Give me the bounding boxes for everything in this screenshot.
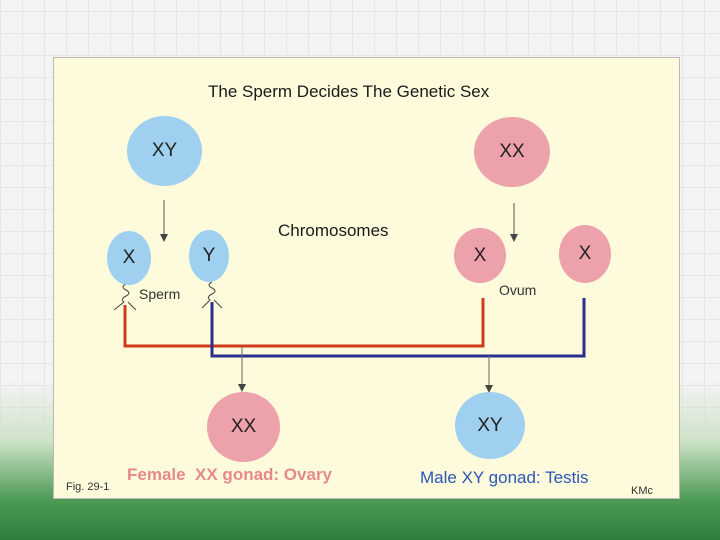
sperm-y-label: Y xyxy=(202,245,216,266)
sperm-label: Sperm xyxy=(139,286,181,302)
father-cell-label: XY xyxy=(151,140,178,161)
chromosomes-label: Chromosomes xyxy=(278,221,389,240)
mother-cell: XX xyxy=(474,117,550,187)
male-offspring-label: XY xyxy=(477,414,503,436)
male-caption: Male XY gonad: Testis xyxy=(420,468,589,487)
ovum-x2-cell: X xyxy=(559,225,611,283)
diagram-title: The Sperm Decides The Genetic Sex xyxy=(208,82,490,101)
female-offspring-label: XX xyxy=(230,416,257,437)
sperm-tail-y xyxy=(201,281,223,309)
father-cell: XY xyxy=(127,116,202,186)
sperm-y-cell: Y xyxy=(189,230,229,282)
ovum-x2-label: X xyxy=(578,243,592,264)
sperm-x-cell: X xyxy=(107,231,151,285)
ovum-x1-cell: X xyxy=(454,228,506,283)
figure-label: Fig. 29-1 xyxy=(66,481,110,493)
sperm-x-label: X xyxy=(122,247,136,268)
male-path-line xyxy=(210,298,586,358)
mother-cell-label: XX xyxy=(499,141,525,162)
ovum-label: Ovum xyxy=(499,282,537,298)
female-path-line xyxy=(123,298,485,348)
credit-label: KMc xyxy=(631,485,653,497)
female-offspring-cell: XX xyxy=(207,392,280,462)
ovum-x1-label: X xyxy=(473,244,487,266)
male-offspring-cell: XY xyxy=(455,392,525,459)
female-caption: Female XX gonad: Ovary xyxy=(127,465,333,484)
sperm-tail-x xyxy=(113,283,137,311)
